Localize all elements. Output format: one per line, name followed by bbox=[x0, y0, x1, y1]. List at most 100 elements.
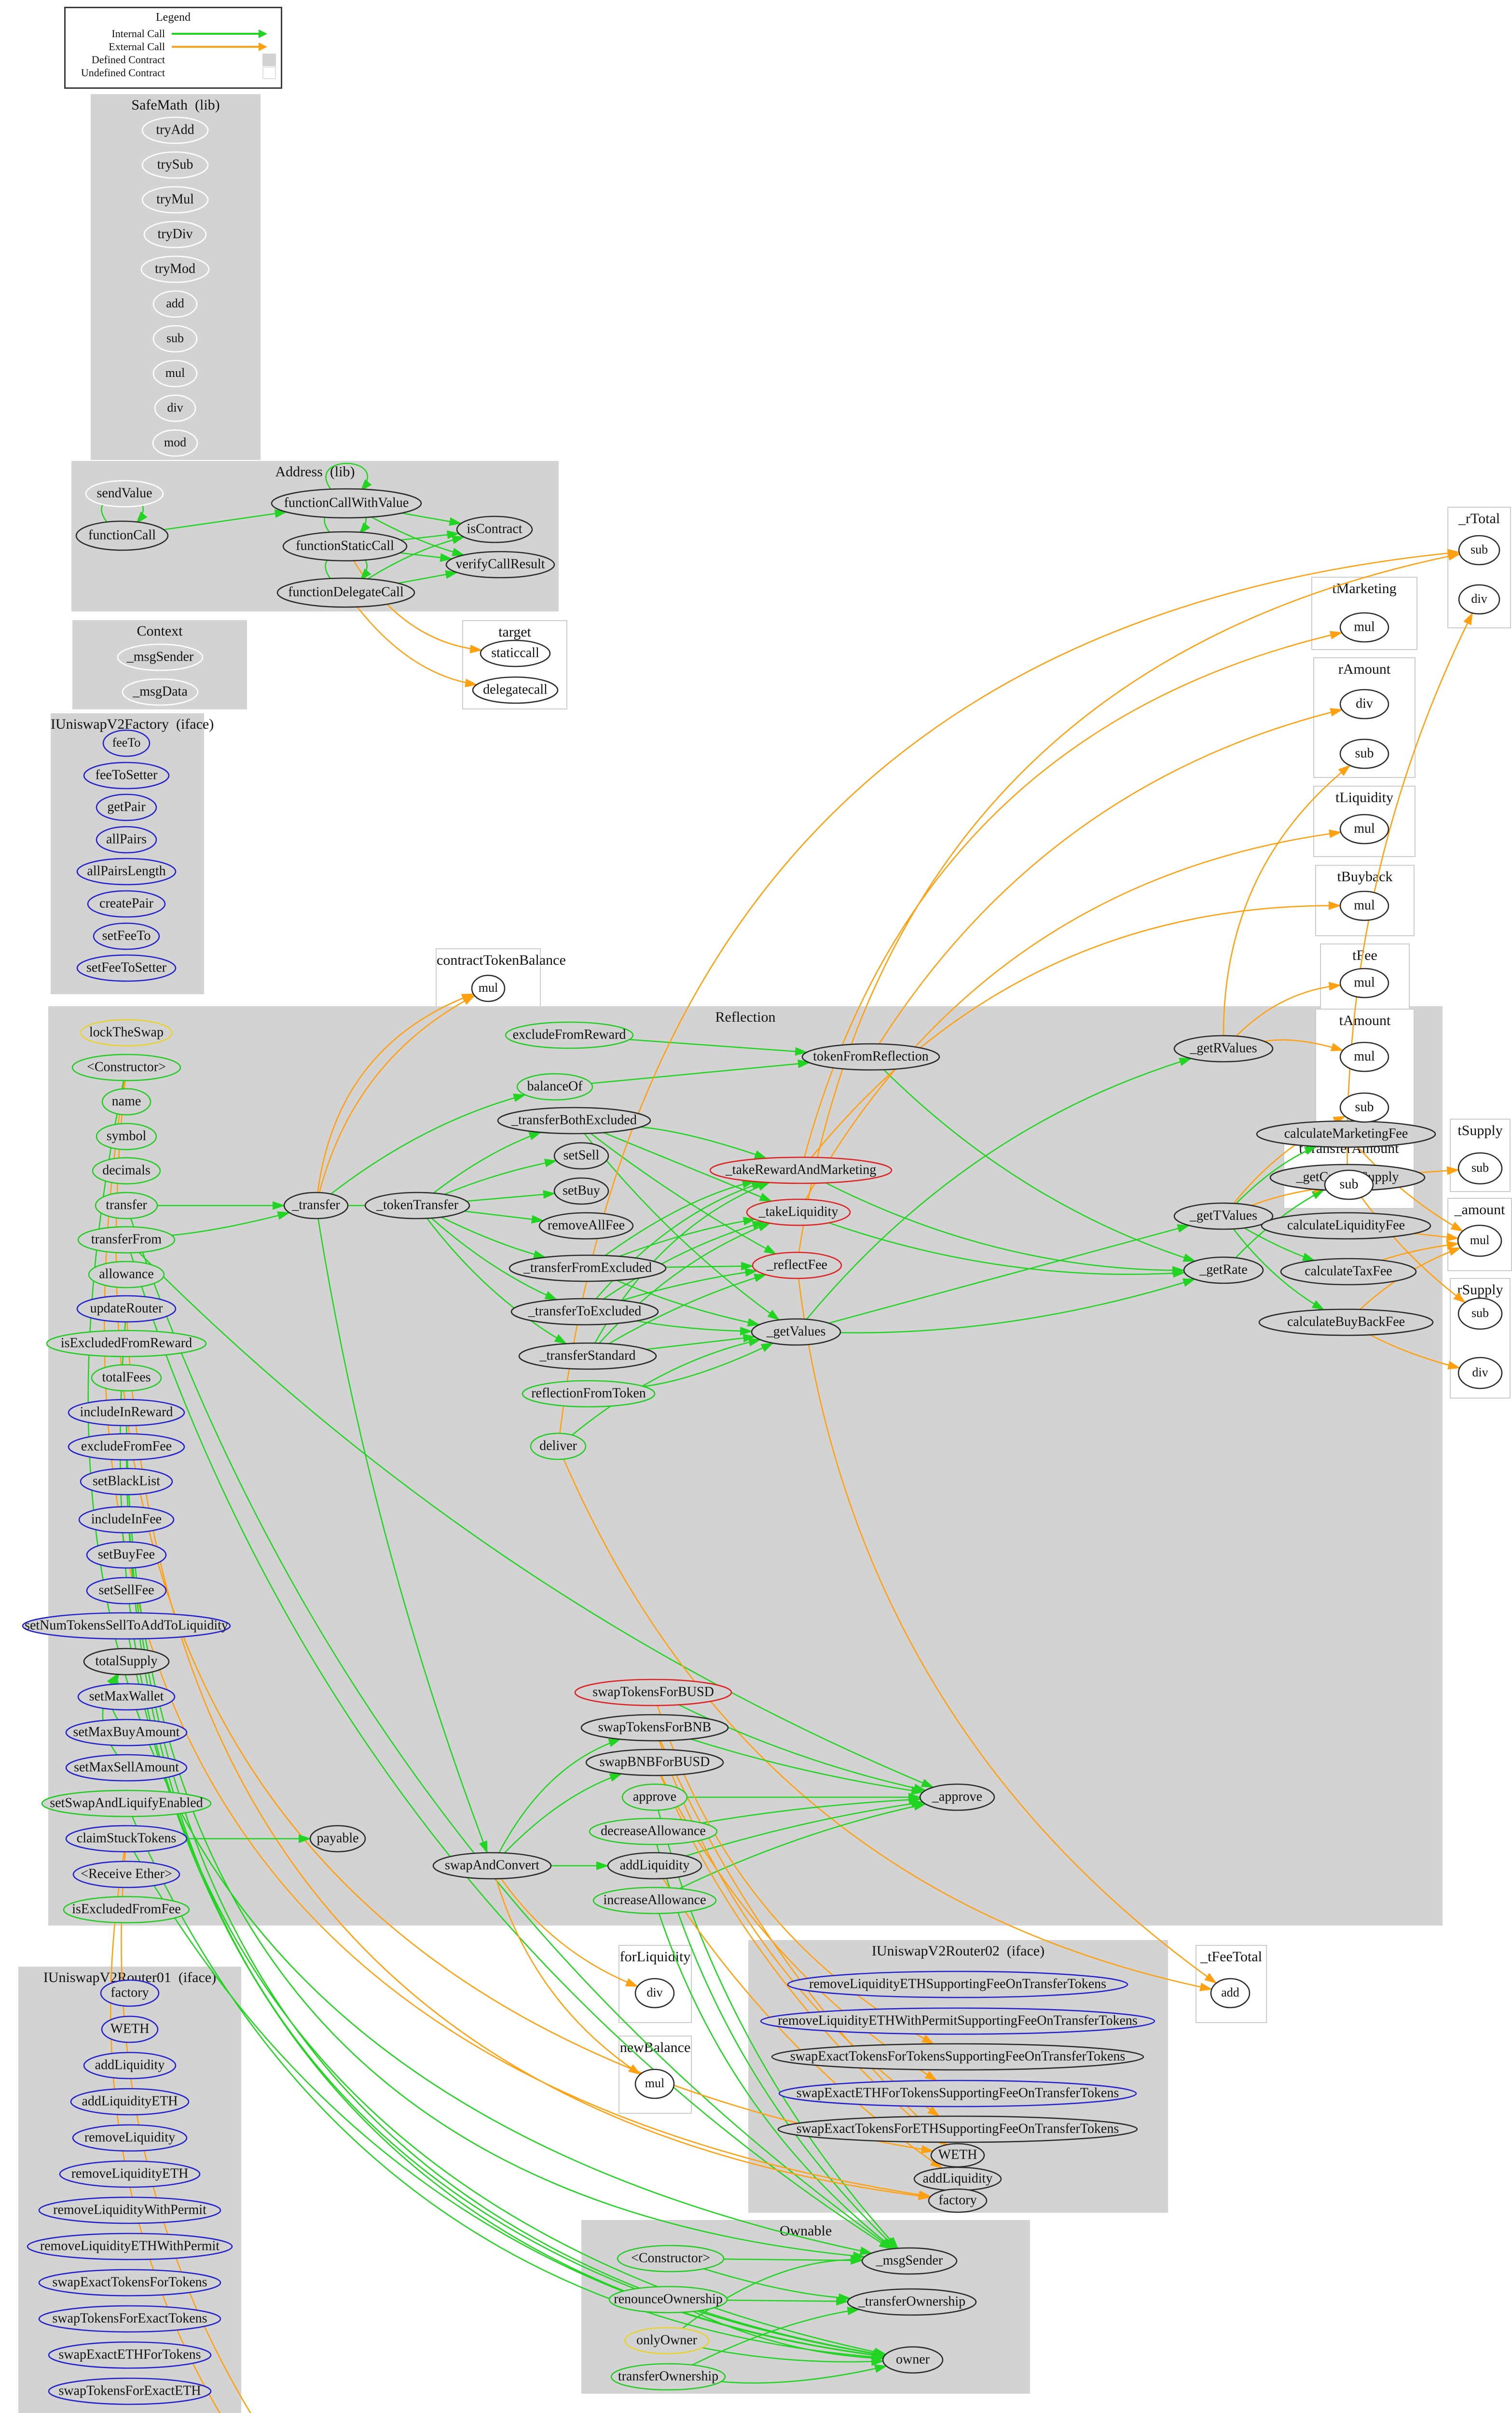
edge-transferOwnership-_transferOwnership bbox=[692, 2306, 860, 2366]
node-calculateLiquidityFee: calculateLiquidityFee bbox=[1261, 1212, 1431, 1240]
edge-swapAndConvert-swapTokensForBNB bbox=[498, 1738, 621, 1853]
node-excludeFromFee: excludeFromFee bbox=[68, 1433, 185, 1461]
edge-_getValues-_getRValues bbox=[806, 1057, 1192, 1320]
edge-_tokenTransfer-_transferToExcluded bbox=[431, 1218, 558, 1301]
node-label-addLiquidity_r: addLiquidity bbox=[620, 1858, 690, 1872]
undefined-contract-swatch-icon bbox=[262, 66, 276, 79]
node-label-r2_swapExactTokensForETHSFOTT: swapExactTokensForETHSupportingFeeOnTran… bbox=[797, 2121, 1119, 2136]
node-label-r2_swapExactTokensForTokensSFOTT: swapExactTokensForTokensSupportingFeeOnT… bbox=[790, 2049, 1126, 2064]
node-approve_r: approve bbox=[621, 1783, 688, 1811]
node-label-_transfer: _transfer bbox=[291, 1197, 340, 1212]
edge-increaseAllowance-_approve bbox=[679, 1802, 927, 1889]
node-label-deliver: deliver bbox=[539, 1438, 577, 1453]
node-label-includeInFee: includeInFee bbox=[91, 1512, 162, 1526]
node-_takeRewardAndMarketing: _takeRewardAndMarketing bbox=[709, 1156, 893, 1184]
node-label-feeToSetter: feeToSetter bbox=[96, 767, 158, 782]
node-label-tfeetotal_add: add bbox=[1221, 1985, 1239, 1999]
node-label-rsup_sub: sub bbox=[1471, 1306, 1489, 1320]
node-label-sm_div: div bbox=[167, 401, 183, 415]
node-label-r1_removeLiquidity: removeLiquidity bbox=[84, 2130, 175, 2145]
edge-_transfer-ctb_mul bbox=[318, 995, 476, 1193]
node-label-allPairs: allPairs bbox=[106, 832, 147, 846]
node-owner: owner bbox=[882, 2346, 944, 2374]
node-label-ttra_sub: sub bbox=[1340, 1177, 1359, 1192]
node-claimStuckTokens: claimStuckTokens bbox=[65, 1825, 188, 1853]
node-includeInFee: includeInFee bbox=[78, 1506, 175, 1534]
node-label-getPair: getPair bbox=[107, 799, 146, 814]
node-transfer: transfer bbox=[95, 1192, 158, 1220]
node-label-swapAndConvert: swapAndConvert bbox=[445, 1858, 539, 1872]
edge-_transferStandard-_reflectFee bbox=[608, 1274, 767, 1345]
edge-calculateTaxFee-amt_mul bbox=[1381, 1241, 1459, 1261]
node-label-removeAllFee: removeAllFee bbox=[548, 1218, 625, 1233]
node-r1_swapTokensForExactTokens: swapTokensForExactTokens bbox=[38, 2305, 221, 2333]
internal-call-arrow-icon bbox=[171, 29, 268, 38]
node-rsup_div: div bbox=[1457, 1357, 1503, 1389]
legend-row-internal-call: Internal Call bbox=[70, 27, 276, 40]
node-label-setBuyFee: setBuyFee bbox=[98, 1547, 155, 1562]
node-label-sm_sub: sub bbox=[166, 331, 184, 345]
node-_getRate: _getRate bbox=[1183, 1256, 1264, 1284]
node-createPair: createPair bbox=[87, 890, 166, 918]
edge-_getRValues-tam_mul bbox=[1264, 1039, 1344, 1052]
node-refl_constructor: <Constructor> bbox=[71, 1054, 181, 1082]
node-label-functionCall: functionCall bbox=[88, 527, 156, 542]
node-label-sm_mul: mul bbox=[165, 366, 185, 380]
node-reflectionFromToken: reflectionFromToken bbox=[522, 1380, 656, 1408]
edges bbox=[87, 462, 1473, 2413]
node-label-_reflectFee: _reflectFee bbox=[766, 1257, 827, 1272]
edge-_transferBothExcluded-_reflectFee bbox=[590, 1133, 777, 1255]
node-label-_transferStandard: _transferStandard bbox=[539, 1348, 635, 1363]
node-label-setBuy: setBuy bbox=[563, 1183, 600, 1198]
node-r1_removeLiquidityETHWithPermit: removeLiquidityETHWithPermit bbox=[27, 2233, 233, 2260]
node-label-rtotal_div: div bbox=[1471, 592, 1487, 606]
edge-functionStaticCall-isContract bbox=[400, 530, 460, 541]
node-decreaseAllowance: decreaseAllowance bbox=[589, 1817, 718, 1845]
edge-transferFrom-_transfer bbox=[171, 1211, 290, 1236]
node-r2_swapExactTokensForTokensSFOTT: swapExactTokensForTokensSupportingFeeOnT… bbox=[771, 2043, 1144, 2071]
node-ttra_sub: sub bbox=[1324, 1169, 1374, 1200]
node-_transferToExcluded: _transferToExcluded bbox=[510, 1298, 659, 1326]
edge-_transferFromExcluded-_reflectFee bbox=[665, 1262, 754, 1271]
edge-_takeRewardAndMarketing-_getRate bbox=[825, 1182, 1185, 1275]
node-label-name: name bbox=[112, 1094, 141, 1109]
node-setBuyFee: setBuyFee bbox=[86, 1541, 167, 1569]
node-setFeeTo: setFeeTo bbox=[93, 922, 160, 950]
node-label-calculateBuyBackFee: calculateBuyBackFee bbox=[1287, 1314, 1405, 1329]
edge-deliver-tfeetotal_add bbox=[563, 1458, 1213, 1991]
legend-defined-contract-label: Defined Contract bbox=[91, 53, 165, 66]
defined-contract-swatch-icon bbox=[262, 53, 276, 66]
node-tbuy_mul: mul bbox=[1339, 890, 1389, 921]
node-r1_WETH: WETH bbox=[101, 2015, 159, 2043]
edge-_transfer-swapAndConvert bbox=[317, 1218, 488, 1854]
node-label-tsup_sub: sub bbox=[1471, 1161, 1489, 1175]
edge-functionDelegateCall-isContract bbox=[367, 535, 465, 580]
node-label-staticcall: staticcall bbox=[491, 645, 539, 660]
node-label-transferFrom: transferFrom bbox=[91, 1232, 162, 1247]
node-_takeLiquidity: _takeLiquidity bbox=[746, 1198, 851, 1226]
node-label-transferOwnership: transferOwnership bbox=[618, 2369, 718, 2384]
node-increaseAllowance: increaseAllowance bbox=[592, 1886, 717, 1914]
node-label-setSell: setSell bbox=[564, 1148, 600, 1163]
edge-setNumTokensSellToAddToLiquidity-owner bbox=[128, 1638, 885, 2359]
node-label-functionStaticCall: functionStaticCall bbox=[296, 538, 394, 553]
node-transferOwnership: transferOwnership bbox=[610, 2363, 726, 2391]
node-sm_mul: mul bbox=[152, 360, 198, 388]
node-label-rtotal_sub: sub bbox=[1471, 542, 1488, 556]
edge-_transferFromExcluded-_takeRewardAndMarketing bbox=[605, 1179, 755, 1256]
node-functionCall: functionCall bbox=[75, 520, 169, 551]
node-tryDiv: tryDiv bbox=[143, 221, 207, 249]
node-sendValue: sendValue bbox=[85, 480, 164, 508]
node-label-isExcludedFromFee: isExcludedFromFee bbox=[72, 1901, 181, 1916]
edge-claimStuckTokens-ierc_transfer bbox=[110, 1851, 221, 2413]
edge-deliver-rtotal_sub bbox=[559, 549, 1460, 1434]
node-isContract: isContract bbox=[456, 515, 533, 543]
node-tryMod: tryMod bbox=[140, 255, 210, 283]
node-decimals: decimals bbox=[92, 1157, 161, 1185]
node-calculateBuyBackFee: calculateBuyBackFee bbox=[1258, 1308, 1434, 1336]
node-label-ram_div: div bbox=[1356, 696, 1373, 711]
node-_approve: _approve bbox=[919, 1783, 995, 1811]
node-label-isContract: isContract bbox=[467, 521, 522, 536]
node-tfeetotal_add: add bbox=[1210, 1978, 1251, 2009]
node-label-setMaxBuyAmount: setMaxBuyAmount bbox=[73, 1724, 180, 1739]
